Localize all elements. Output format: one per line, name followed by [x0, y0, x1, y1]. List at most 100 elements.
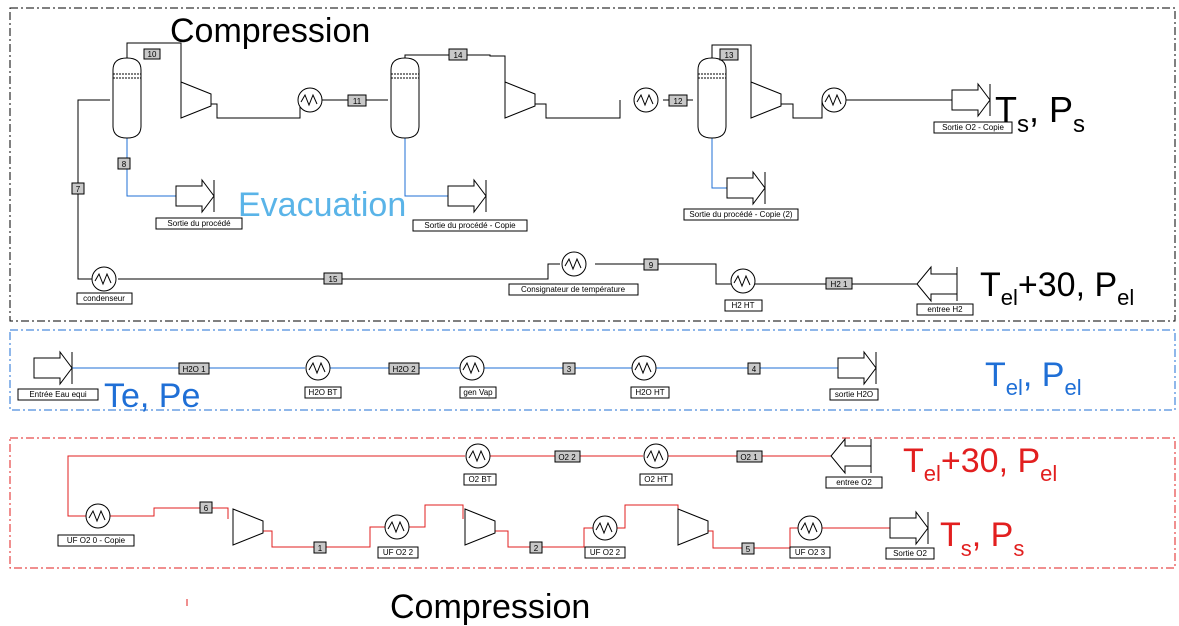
stream-tag: 12: [674, 97, 683, 106]
sortie-o2-outlet: [889, 511, 929, 545]
consignateur-hx: [561, 251, 587, 277]
stream-tag: 3: [567, 365, 572, 374]
o2-compressor-3: [677, 508, 709, 546]
unit-label: UF O2 0 - Copie: [67, 536, 126, 545]
o2-stream-tags: O2 2 O2 1 6 1 2 5: [199, 450, 763, 555]
o2-compressor-1: [232, 508, 264, 546]
sortie-h2o-outlet: [837, 351, 877, 385]
compression-bottom-title: Compression: [390, 588, 590, 626]
h2o-bt-hx: [305, 355, 331, 381]
water-outlet-condition: Tel, Pel: [985, 356, 1082, 400]
flash-drum-1: [112, 57, 142, 139]
sortie-procede-copie-outlet: [447, 179, 487, 213]
sortie-procede-outlet: [175, 179, 215, 213]
unit-label: Entrée Eau equi: [29, 390, 87, 399]
stream-tag: 10: [148, 50, 157, 59]
stream-tag: O2 2: [558, 453, 576, 462]
cond-main: T: [980, 266, 1001, 304]
water-section-border: [9, 329, 1176, 411]
sortie-o2-copie-outlet: [951, 83, 991, 117]
unit-label: Sortie O2: [893, 549, 927, 558]
h2-drain-lines: [126, 138, 727, 197]
h2-cooler-2: [633, 87, 659, 113]
evacuation-label: Evacuation: [238, 186, 406, 224]
stream-tag: 4: [752, 365, 757, 374]
cond-mid: , P: [1023, 356, 1065, 394]
cond-main: T: [940, 516, 961, 554]
condenseur-hx: [91, 266, 117, 292]
unit-label: H2O HT: [635, 388, 664, 397]
cond-sub: el: [1006, 375, 1023, 400]
uf-o2-2b-hx: [592, 515, 618, 541]
unit-label: Sortie du procédé: [167, 219, 231, 228]
cond-sub: el: [1064, 375, 1081, 400]
unit-label: entree O2: [836, 478, 872, 487]
h2-ht-hx: [730, 268, 756, 294]
h2-unit-labels: Sortie O2 - Copie Sortie du procédé Sort…: [76, 121, 1013, 316]
cond-sub: s: [961, 536, 972, 561]
unit-label: Sortie du procédé - Copie: [424, 221, 516, 230]
unit-label: gen Vap: [463, 388, 493, 397]
unit-label: O2 BT: [468, 475, 491, 484]
h2-outlet-condition: Ts, Ps: [995, 89, 1085, 138]
cond-mid: , P: [972, 516, 1014, 554]
unit-label: Sortie O2 - Copie: [942, 123, 1004, 132]
o2-unit-labels: O2 BT O2 HT entree O2 UF O2 0 - Copie UF…: [57, 473, 935, 560]
h2o-ht-hx: [631, 355, 657, 381]
cond-main: T: [903, 442, 924, 480]
unit-label: UF O2 2: [590, 548, 621, 557]
stream-tag: 9: [649, 261, 654, 270]
cond-mid: +30, P: [1018, 266, 1117, 304]
stream-tag: 11: [353, 97, 362, 106]
o2-outlet-condition: Ts, Ps: [940, 516, 1024, 561]
o2-bt-hx: [465, 443, 491, 469]
unit-label: UF O2 3: [795, 548, 826, 557]
stream-tag: H2O 1: [182, 365, 206, 374]
unit-label: UF O2 2: [383, 548, 414, 557]
stream-tag: 6: [204, 504, 209, 513]
stream-tag: 5: [746, 545, 751, 554]
stream-tag: 2: [534, 544, 539, 553]
unit-label: H2 HT: [731, 301, 754, 310]
gen-vap-hx: [459, 355, 485, 381]
flash-drum-2: [390, 57, 420, 139]
stream-tag: H2O 2: [392, 365, 416, 374]
entree-h2-inlet: [916, 266, 958, 302]
o2-section-border: [9, 437, 1176, 569]
cond-sub: s: [1073, 111, 1085, 138]
unit-label: condenseur: [83, 294, 125, 303]
uf-o2-0-copie-hx: [85, 503, 111, 529]
unit-label: sortie H2O: [835, 390, 873, 399]
h2-compressor-3: [750, 81, 782, 119]
entree-eau-inlet: [33, 351, 73, 385]
uf-o2-2a-hx: [384, 514, 410, 540]
cond-sub: s: [1017, 111, 1029, 138]
cond-main: T: [985, 356, 1006, 394]
sortie-procede-copie2-outlet: [726, 171, 766, 205]
o2-inlet-condition: Tel+30, Pel: [903, 442, 1057, 486]
h2-cooler-3: [821, 87, 847, 113]
unit-label: O2 HT: [644, 475, 668, 484]
o2-ht-hx: [643, 443, 669, 469]
uf-o2-3-hx: [797, 515, 823, 541]
water-stream-tags: H2O 1 H2O 2 3 4: [178, 362, 761, 375]
cond-mid: , P: [1029, 89, 1073, 130]
o2-compressor-2: [464, 508, 496, 546]
cond-main: T: [995, 89, 1017, 130]
cond-sub: el: [924, 461, 941, 486]
water-unit-labels: Entrée Eau equi H2O BT gen Vap H2O HT so…: [17, 386, 879, 401]
cond-sub: el: [1117, 285, 1134, 310]
water-inlet-condition: Te, Pe: [104, 377, 200, 415]
stream-tag: 8: [122, 160, 127, 169]
h2-compressor-1: [180, 81, 212, 119]
stream-tag: 14: [454, 51, 463, 60]
stream-tag: 1: [318, 544, 323, 553]
h2-stream-tags: 10 11 14 12 13 8 7 15 9 H2 1: [71, 48, 853, 290]
unit-label: Consignateur de température: [521, 285, 626, 294]
h2-section-border: [9, 7, 1176, 322]
entree-o2-inlet: [830, 438, 872, 474]
stream-tag: 15: [329, 275, 338, 284]
unit-label: H2O BT: [309, 388, 338, 397]
stream-tag: H2 1: [831, 280, 848, 289]
